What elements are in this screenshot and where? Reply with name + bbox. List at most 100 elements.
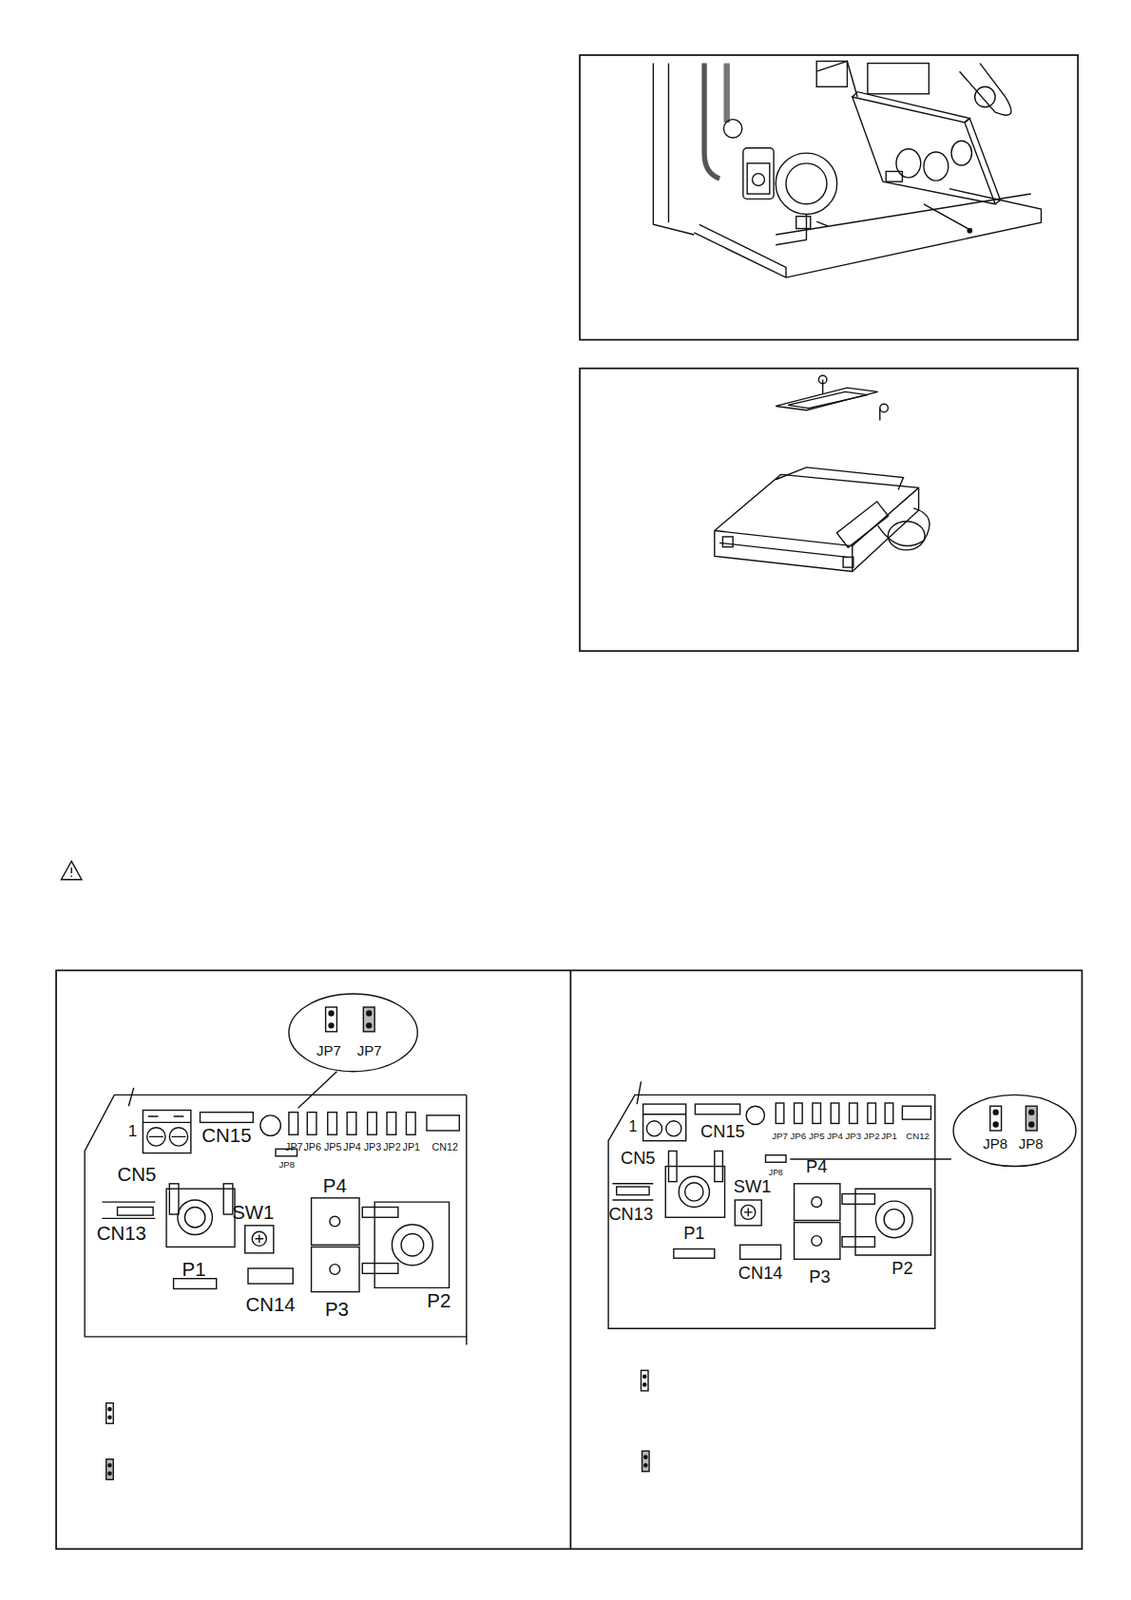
pcb-label: CN13	[96, 1224, 147, 1244]
drawing-part	[852, 92, 971, 123]
drawing-part	[775, 1103, 785, 1124]
drawing-part	[766, 1155, 786, 1164]
drawing-part	[248, 1268, 293, 1285]
drawing-part	[311, 1198, 360, 1246]
boiler-illustration	[652, 60, 1041, 278]
jumper-closed-icon	[642, 1451, 651, 1472]
pcb-label: JP6	[790, 1132, 807, 1143]
pcb-label: P1	[683, 1225, 705, 1243]
drawing-part	[184, 1207, 205, 1228]
drawing-part	[117, 1207, 154, 1217]
drawing-part	[643, 1383, 647, 1387]
drawing-part	[818, 375, 827, 384]
drawing-part	[108, 1464, 112, 1468]
drawing-part	[325, 1007, 338, 1033]
drawing-part	[346, 1112, 357, 1136]
drawing-part	[852, 96, 996, 205]
drawing-part	[714, 1150, 724, 1182]
pcb-label: JP8	[1018, 1136, 1044, 1151]
drawing-part	[722, 536, 733, 548]
figure-frame	[579, 55, 1078, 341]
drawing-part	[744, 1208, 753, 1218]
jumper-open-icon	[640, 1370, 649, 1391]
drawing-part	[896, 149, 921, 178]
drawing-part	[108, 1472, 112, 1476]
drawing-part	[794, 1103, 804, 1124]
drawing-part	[975, 86, 996, 107]
drawing-part	[366, 1011, 372, 1016]
drawing-part	[816, 60, 847, 87]
drawing-part	[306, 1112, 317, 1136]
jumper-closed-icon	[106, 1459, 115, 1480]
drawing-part	[811, 1236, 823, 1247]
drawing-part	[951, 140, 972, 166]
drawing-part	[993, 1110, 998, 1115]
drawing-part	[743, 148, 774, 200]
drawing-part	[643, 1375, 647, 1379]
drawing-part	[884, 1103, 894, 1124]
drawing-part	[245, 1226, 274, 1254]
drawing-part	[644, 1464, 648, 1468]
pcb-right	[608, 1081, 1076, 1329]
drawing-part	[823, 380, 881, 422]
drawing-part	[842, 1237, 875, 1248]
drawing-part	[875, 1201, 913, 1239]
drawing-part	[842, 1194, 875, 1206]
drawing-part	[752, 173, 766, 187]
drawing-part	[785, 163, 827, 205]
drawing-part	[883, 1209, 904, 1230]
drawing-part	[643, 1113, 687, 1115]
pcb-label: JP1	[881, 1132, 898, 1143]
pcb-label: JP8	[982, 1136, 1008, 1151]
drawing-part	[401, 1233, 424, 1257]
drawing-part	[391, 1225, 433, 1266]
drawing-part	[646, 1121, 662, 1137]
drawing-part	[288, 1112, 299, 1136]
drawing-part	[796, 216, 811, 230]
drawing-part	[741, 1205, 756, 1220]
drawing-part	[885, 171, 902, 182]
drawing-part	[255, 1235, 265, 1245]
drawing-part	[867, 63, 929, 95]
drawing-part	[329, 1216, 341, 1227]
pcb-label: JP7	[771, 1132, 788, 1143]
drawing-part	[128, 1088, 134, 1107]
warning-icon	[70, 867, 72, 878]
drawing-part	[169, 1184, 179, 1215]
drawing-part	[740, 1245, 782, 1260]
drawing-part	[775, 387, 878, 411]
pcb-label: CN14	[246, 1294, 296, 1314]
drawing-part	[84, 1094, 467, 1345]
drawing-part	[849, 1103, 859, 1124]
drawing-part	[775, 193, 1031, 235]
pcb-label: JP7	[357, 1044, 383, 1059]
drawing-part	[775, 214, 806, 246]
jumper-open-icon	[106, 1403, 115, 1424]
pcb-label: JP5	[808, 1132, 825, 1143]
drawing-part	[643, 1104, 687, 1142]
drawing-part	[298, 1072, 338, 1110]
drawing-part	[775, 467, 903, 491]
drawing-part	[787, 391, 868, 408]
drawing-part	[363, 1007, 375, 1033]
pcb-label: P3	[808, 1267, 830, 1285]
drawing-part	[746, 1106, 765, 1125]
drawing-part	[923, 152, 949, 181]
pcb-label: CN14	[738, 1265, 784, 1283]
pcb-label: JP5	[324, 1142, 343, 1153]
drawing-part	[812, 1103, 822, 1124]
pcb-label: CN12	[432, 1142, 459, 1153]
drawing-part	[405, 1112, 416, 1136]
pcb-label: JP8	[768, 1169, 784, 1178]
drawing-part	[816, 60, 858, 97]
drawing-part	[830, 1103, 840, 1124]
drawing-part	[223, 1184, 233, 1215]
drawing-part	[673, 1249, 715, 1260]
drawing-part	[665, 1167, 725, 1219]
drawing-part	[775, 153, 837, 214]
pcb-label: 1	[628, 1118, 637, 1134]
drawing-part	[1025, 1106, 1037, 1131]
drawing-part	[719, 542, 847, 557]
drawing-part	[362, 1207, 399, 1219]
drawing-part	[794, 1184, 841, 1222]
